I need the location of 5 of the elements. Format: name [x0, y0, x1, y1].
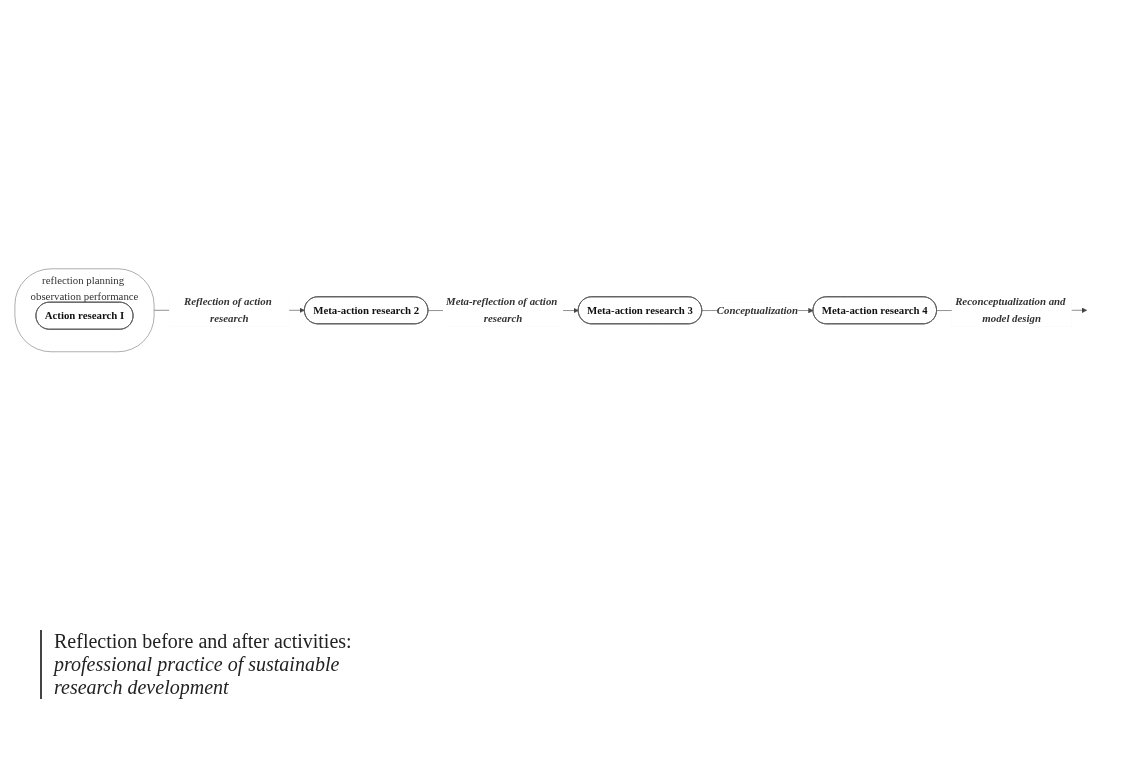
- edge-label: Reflection of action research: [184, 295, 272, 324]
- note-text: Reflection before and after activities: professional practice of sustainable research development: [40, 630, 354, 699]
- edge-label: Conceptualization: [716, 303, 798, 316]
- edge-label: Reconceptualization and model design: [955, 295, 1066, 324]
- edge-label: Meta-reflection of action research: [446, 295, 558, 324]
